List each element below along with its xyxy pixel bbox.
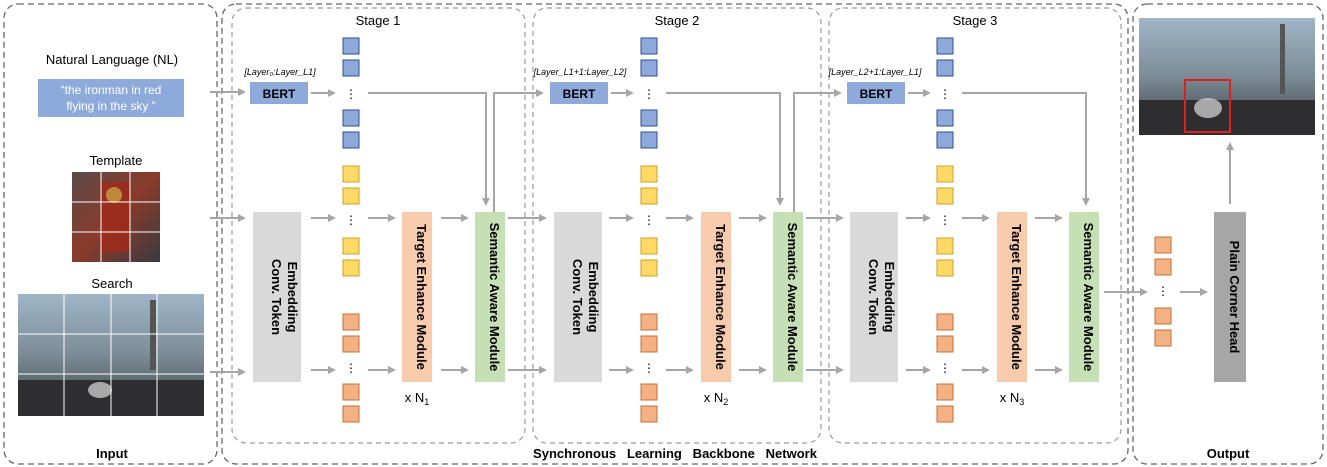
nl-text-box: [38, 79, 184, 117]
stage-1-tem-label: Target Enhance Module: [414, 224, 429, 370]
stage-1-title: Stage 1: [356, 13, 401, 28]
stage-3-repeat: x N3: [1000, 390, 1025, 407]
output-image: [1139, 18, 1315, 135]
stage-3-conv-line1: Conv. Token: [866, 259, 881, 335]
nl-label: Natural Language (NL): [46, 52, 178, 67]
stage-3-layer-range: [Layer_L2+1:Layer_L1]: [828, 67, 922, 77]
template-image: [72, 172, 160, 262]
template-label: Template: [90, 153, 143, 168]
stage-2-bert-block: [550, 82, 608, 104]
stage-1-bert-label: BERT: [263, 87, 296, 101]
output-section: ⋮ Plain Corner Head Output: [1139, 18, 1315, 461]
stage-2-conv-line2: Embedding: [586, 262, 601, 333]
stage-2-conv-line1: Conv. Token: [570, 259, 585, 335]
svg-text:⋮: ⋮: [643, 361, 655, 375]
stage-2-sam-label: Semantic Aware Module: [785, 223, 800, 372]
nl-text-line2: flying in the sky ”: [66, 99, 155, 113]
stage-1-sam-label: Semantic Aware Module: [487, 223, 502, 372]
plain-corner-head-label: Plain Corner Head: [1227, 241, 1242, 354]
svg-text:⋮: ⋮: [345, 361, 357, 375]
search-label: Search: [91, 276, 132, 291]
backbone-label: Synchronous Learning Backbone Network: [533, 446, 818, 461]
svg-text:⋮: ⋮: [939, 361, 951, 375]
stage-2-title: Stage 2: [655, 13, 700, 28]
stage-3-bert-label: BERT: [860, 87, 893, 101]
svg-text:⋮: ⋮: [1157, 284, 1169, 298]
svg-text:⋮: ⋮: [643, 87, 655, 101]
stage-1-repeat: x N1: [405, 390, 430, 407]
svg-text:⋮: ⋮: [939, 87, 951, 101]
stage-3-semantic-aware-module: [1069, 212, 1099, 382]
stage-2-tem-label: Target Enhance Module: [713, 224, 728, 370]
input-label: Input: [96, 446, 128, 461]
stage-1-conv-line1: Conv. Token: [269, 259, 284, 335]
stage-2-target-enhance-module: [701, 212, 731, 382]
backbone-panel: [221, 3, 1129, 465]
stage-1-conv-line2: Embedding: [285, 262, 300, 333]
svg-text:⋮: ⋮: [345, 213, 357, 227]
nl-text-line1: “the ironman in red: [61, 83, 162, 97]
svg-text:⋮: ⋮: [345, 87, 357, 101]
stage-2: [Layer_L1+1:Layer_L2] BERT Conv. Token E…: [533, 37, 803, 423]
stage-1-conv-block: [253, 212, 301, 382]
svg-text:⋮: ⋮: [643, 213, 655, 227]
stage-1: [Layer₀:Layer_L1] BERT Conv. Token Embed…: [243, 37, 505, 423]
stage-3-box: [828, 7, 1122, 444]
search-image: [18, 294, 204, 416]
stage-2-conv-block: [554, 212, 602, 382]
stage-3-tem-label: Target Enhance Module: [1009, 224, 1024, 370]
stage-1-semantic-aware-module: [475, 212, 505, 382]
stage-3: [Layer_L2+1:Layer_L1] BERT Conv. Token E…: [828, 37, 1099, 423]
input-panel: [3, 3, 218, 465]
stage-3-bert-block: [847, 82, 905, 104]
stage-3-target-enhance-module: [997, 212, 1027, 382]
stage-1-target-enhance-module: [402, 212, 432, 382]
output-panel: [1132, 3, 1324, 465]
stage-2-layer-range: [Layer_L1+1:Layer_L2]: [533, 67, 627, 77]
stage-3-title: Stage 3: [953, 13, 998, 28]
stage-2-box: [532, 7, 822, 444]
stage-3-conv-line2: Embedding: [882, 262, 897, 333]
stage-1-box: [231, 7, 526, 444]
stage-2-repeat: x N2: [704, 390, 729, 407]
stage-1-layer-range: [Layer₀:Layer_L1]: [243, 67, 316, 77]
plain-corner-head: [1214, 212, 1246, 382]
output-bbox: [1184, 79, 1231, 133]
stage-2-bert-label: BERT: [563, 87, 596, 101]
output-label: Output: [1207, 446, 1250, 461]
stage-3-sam-label: Semantic Aware Module: [1081, 223, 1096, 372]
stage-2-semantic-aware-module: [773, 212, 803, 382]
stage-3-conv-block: [850, 212, 898, 382]
stage-1-bert-block: [250, 82, 308, 104]
svg-text:⋮: ⋮: [939, 213, 951, 227]
